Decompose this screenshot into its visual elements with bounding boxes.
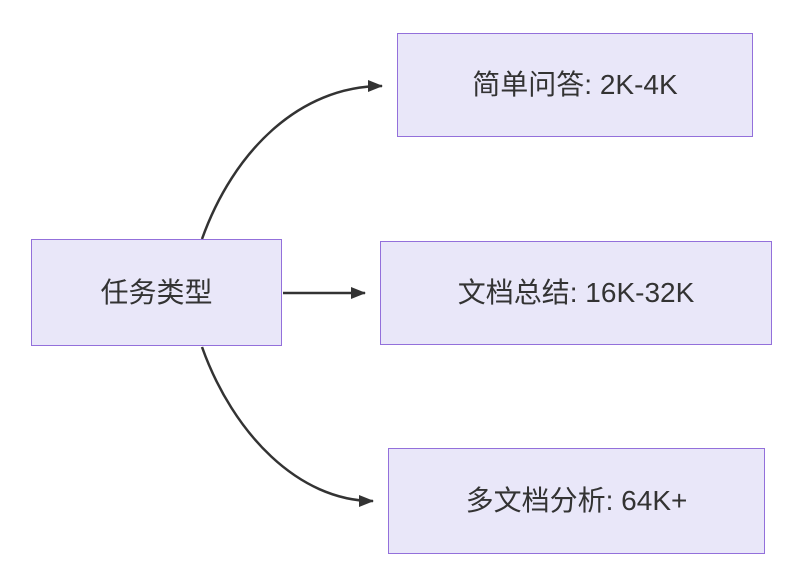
node-multi-doc: 多文档分析: 64K+ (388, 448, 765, 554)
node-doc-summary-label: 文档总结: 16K-32K (457, 277, 695, 309)
node-task-type: 任务类型 (31, 239, 282, 346)
edge-root-to-simple-qa (200, 80, 383, 240)
node-task-type-label: 任务类型 (100, 276, 213, 308)
node-multi-doc-label: 多文档分析: 64K+ (465, 485, 688, 517)
node-simple-qa: 简单问答: 2K-4K (397, 33, 753, 137)
node-simple-qa-label: 简单问答: 2K-4K (472, 69, 678, 101)
node-doc-summary: 文档总结: 16K-32K (380, 241, 772, 345)
edge-root-to-multi-doc (200, 346, 374, 507)
